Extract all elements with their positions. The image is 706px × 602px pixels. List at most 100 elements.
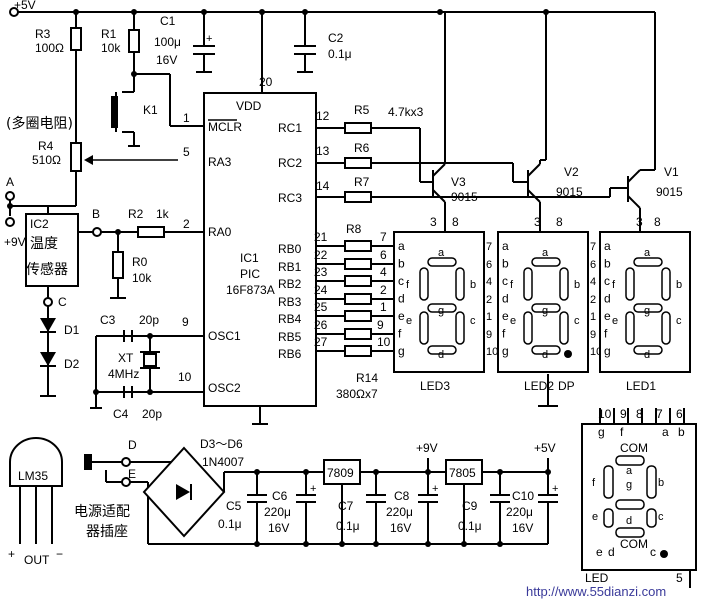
led2-ground [538,374,558,407]
led-segment-label: a [644,247,651,259]
pinout-seg-e: e [592,511,598,523]
ic2-temperature-sensor [25,213,79,287]
power-adapter-jack[interactable] [84,454,131,487]
led-segment [661,267,671,301]
seg-pin-num-rb2: 4 [380,265,387,279]
ic1-pin-osc1: OSC1 [208,329,241,343]
led-segment-label: g [438,305,444,317]
r7-ref: R7 [354,175,370,189]
ic1-part2: 16F873A [226,283,275,297]
seg-pin-num-rb5: 9 [377,318,384,332]
svg-text:+: + [552,483,558,495]
led-ref: LED3 [420,379,450,393]
led-bus-pin: 6 [590,259,596,271]
led-bus-pin: 2 [486,294,492,306]
seg-pin-num-rb0: 7 [380,230,387,244]
ic1-pin-rb0: RB0 [278,242,302,256]
transistor-v1 [627,12,656,232]
pinout-seg-f: f [592,477,596,489]
ic1-pin-ra0: RA0 [208,225,232,239]
v1-pin-common2: 8 [654,215,661,229]
ic1-pin-rb4: RB4 [278,312,302,326]
ic1-pin-rb1: RB1 [278,260,302,274]
lm35-out: OUT [24,553,50,567]
led-dp [564,350,572,358]
pinout-seg-d: d [626,515,632,527]
ic1-pin-osc2-num: 10 [178,370,192,384]
ic2-line2: 传感器 [26,261,68,278]
bridge-part: 1N4007 [202,455,244,469]
led-segment-label: d [542,349,548,361]
r4-note: (多圈电阻) [6,115,73,132]
ic1-pin-rc3: RC3 [278,191,302,205]
ic1-pin-rb3: RB3 [278,295,302,309]
led-pin-letter: c [604,274,610,288]
segment-resistors [316,240,394,357]
oscillator-network [90,330,204,409]
v2-ref: V2 [564,165,579,179]
c1-value: 100μ [154,35,181,49]
node-a [5,191,15,201]
led-bus-pin: 9 [590,329,596,341]
ic1-pin-rb5-num: 26 [314,318,328,332]
r4-potentiometer[interactable] [70,142,178,206]
c3-value: 20p [139,313,159,327]
c2-capacitor [294,12,316,73]
svg-text:+: + [432,483,438,495]
r0-resistor [110,232,126,299]
led-segment-label: e [406,315,412,327]
r1-ref: R1 [101,27,117,41]
led-pin-letter: b [604,257,611,271]
led-segment-label: f [510,279,514,291]
c9-value: 0.1μ [458,519,482,533]
pinout-led-label: LED [585,571,609,585]
r5-value: 4.7kx3 [388,105,424,119]
adapter-line1: 电源适配 [74,504,130,520]
led-segment-label: f [612,279,616,291]
c2-ref: C2 [328,31,344,45]
ic1-pin-rc3-num: 14 [316,179,330,193]
led-segment [559,267,569,301]
bridge-ref: D3～D6 [200,437,243,451]
ic1-pin-ra3-num: 5 [183,145,190,159]
k1-switch[interactable] [111,74,140,147]
ic1-pin-rc2-num: 13 [316,144,330,158]
ic2-line1: 温度 [30,236,58,252]
led-segment [531,303,561,313]
c5-ref: C5 [226,499,242,513]
r5-ref: R5 [354,103,370,117]
c10-ref: C10 [512,489,534,503]
c8-value: 220μ [386,505,413,519]
lm35-minus: − [56,547,63,561]
ic1-vdd-label: VDD [236,99,262,113]
led-bus-pin: 7 [486,241,492,253]
pinout-pin-6: 6 [676,407,683,421]
led-segment-label: e [510,315,516,327]
ic1-pin-mclr: MCLR [208,120,242,134]
r4-value: 510Ω [32,153,61,167]
led-ref: LED1 [626,379,656,393]
v2-part: 9015 [556,185,583,199]
led-segment [455,267,465,301]
seven-segment-displays: abcdefgabcdefgLED376421910abcdefgabcdefg… [393,231,691,393]
led-pin-letter: a [398,239,405,253]
k1-label: K1 [143,103,158,117]
v2-pin-common: 3 [534,215,541,229]
led-segment [419,267,429,301]
led-bus-pin: 4 [486,276,492,288]
ic1-pin-rc1-num: 12 [316,109,330,123]
led-segment-label: b [470,279,476,291]
led-pin-letter: e [604,309,611,323]
seg-pin-num-rb6: 10 [377,335,391,349]
led-segment-label: c [470,315,476,327]
display-pinout-diagram [581,408,697,588]
rc-resistors [316,122,627,203]
lm35-label: LM35 [18,469,48,483]
led-bus-pin: 1 [486,311,492,323]
led-bus-pin: 10 [486,346,498,358]
ic2-ref: IC2 [30,217,49,231]
xt-ref: XT [118,351,134,365]
ic1-pin-ra0-num: 2 [183,217,190,231]
